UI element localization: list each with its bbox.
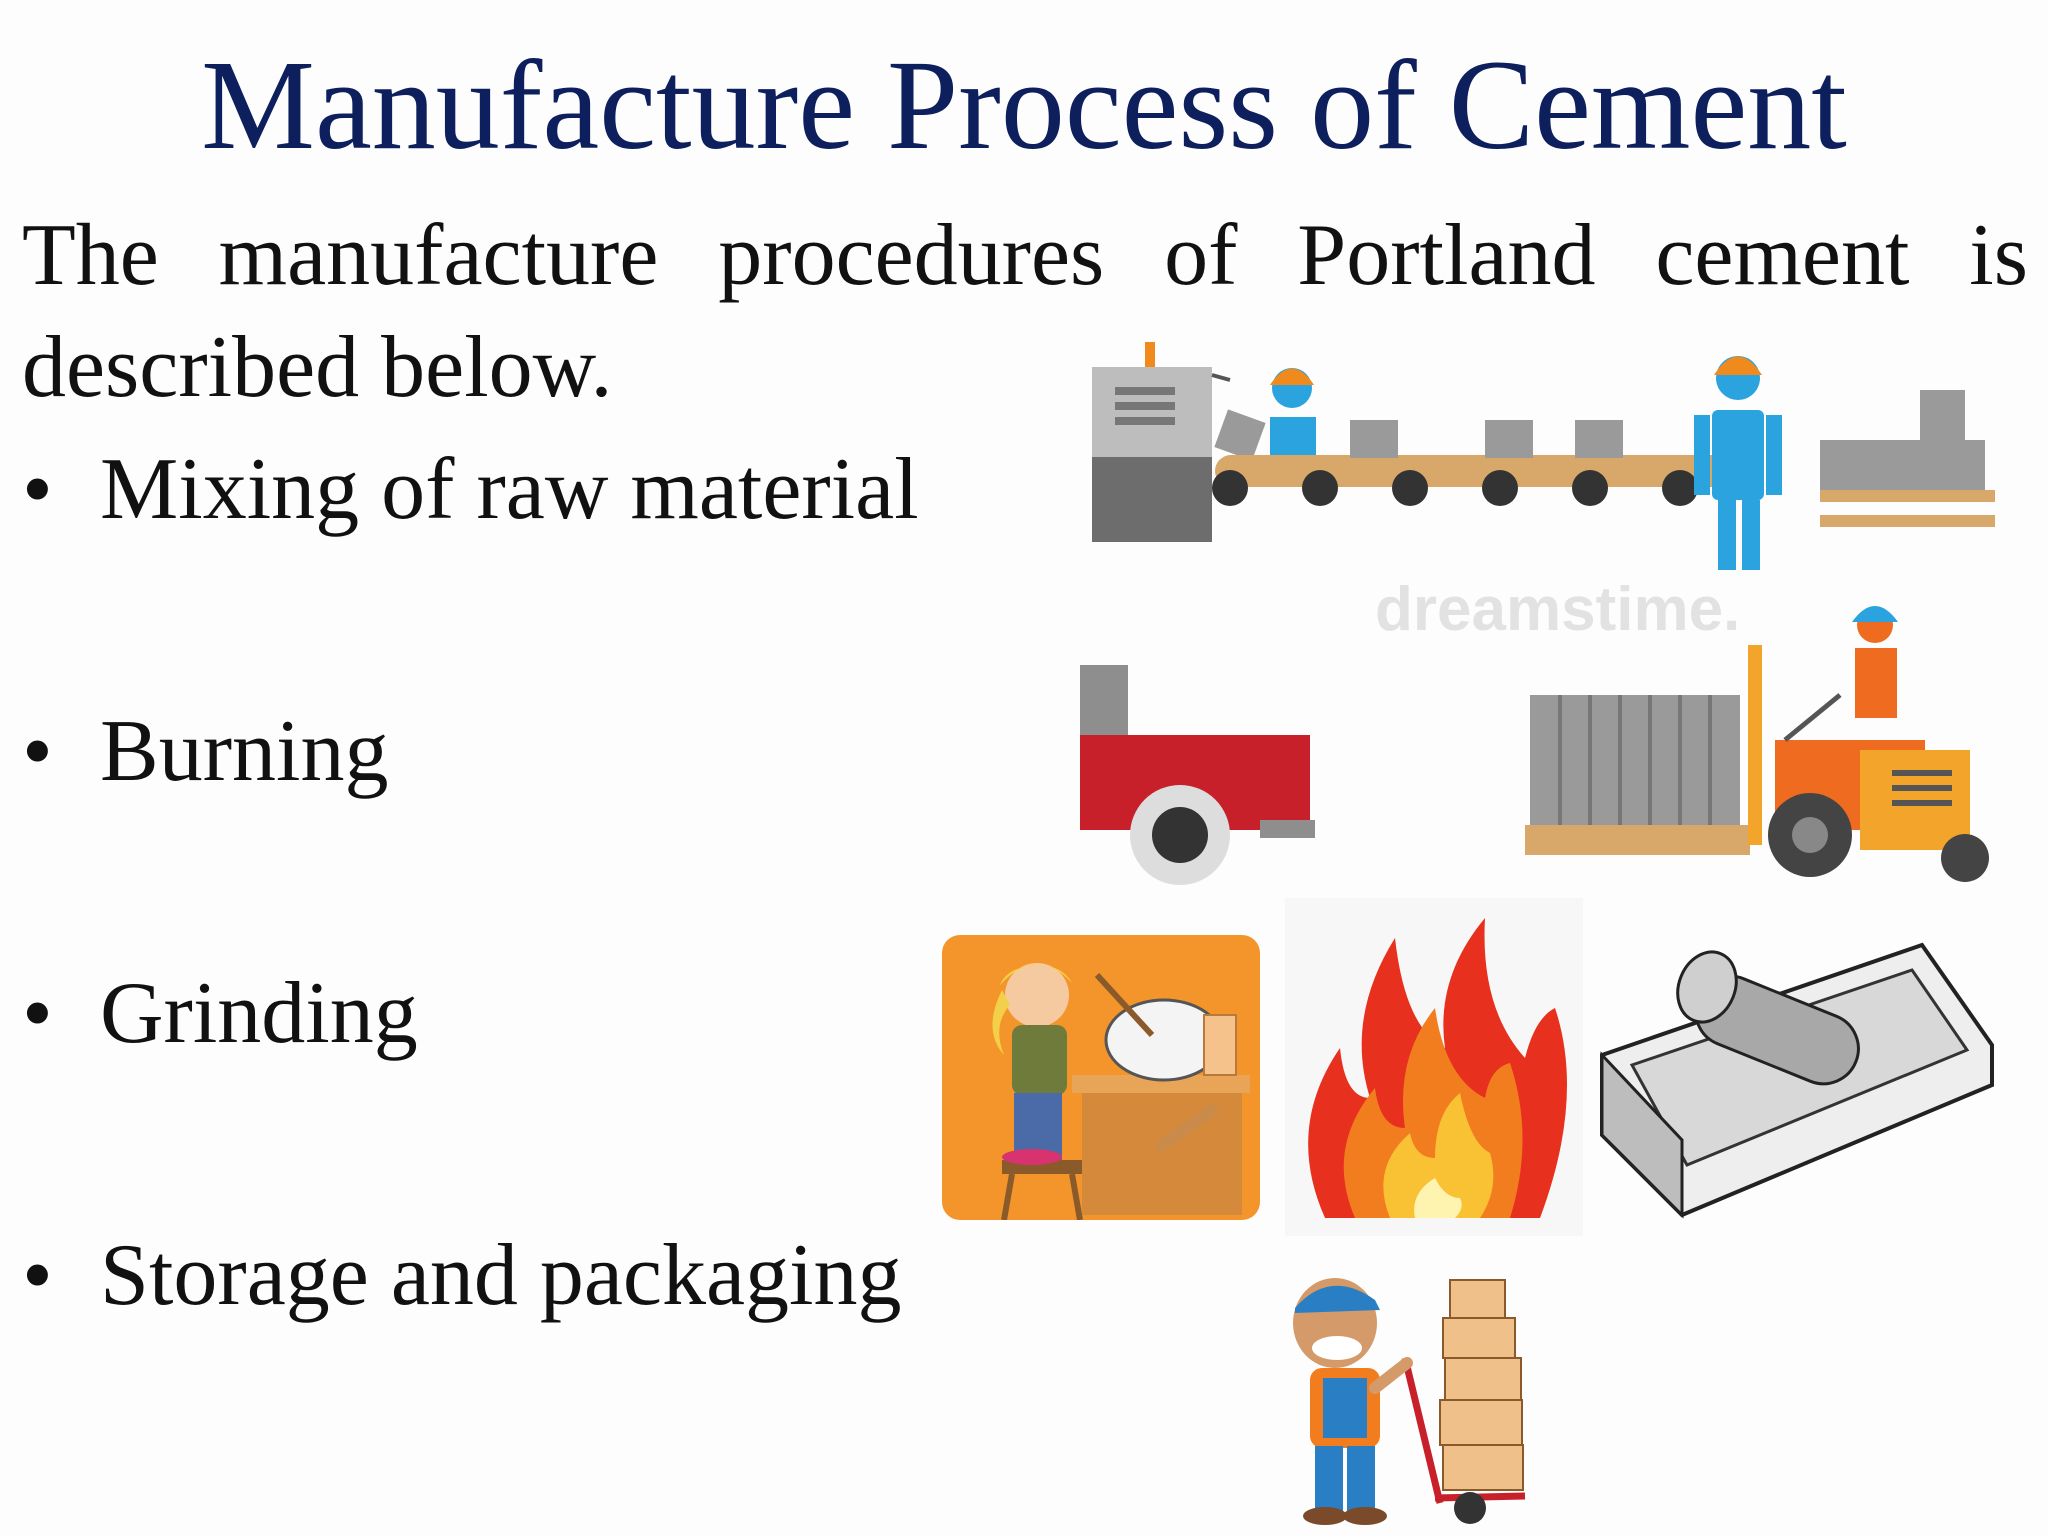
list-item: • Storage and packaging <box>22 1226 902 1326</box>
intro-paragraph: The manufacture procedures of Portland c… <box>22 207 2028 416</box>
step-mixing-label: Mixing of raw material <box>100 441 919 538</box>
list-item: • Burning <box>22 702 388 802</box>
fire-illustration <box>1285 898 1583 1236</box>
bullet-icon: • <box>22 1227 53 1324</box>
step-storage-label: Storage and packaging <box>100 1227 902 1324</box>
bullet-icon: • <box>22 441 53 538</box>
mixing-girl-illustration <box>942 935 1260 1220</box>
list-item: • Grinding <box>22 964 418 1064</box>
bullet-icon: • <box>22 703 53 800</box>
watermark-text: dreamstime. <box>1375 575 1740 644</box>
step-burning-label: Burning <box>100 703 389 800</box>
factory-conveyor-illustration: dreamstime. <box>1080 330 2020 890</box>
slide-title: Manufacture Process of Cement <box>201 34 1847 176</box>
packaging-worker-illustration <box>1275 1268 1565 1530</box>
list-item: • Mixing of raw material <box>22 440 919 540</box>
bullet-icon: • <box>22 965 53 1062</box>
step-grinding-label: Grinding <box>100 965 418 1062</box>
grinding-roller-illustration <box>1592 925 1998 1225</box>
